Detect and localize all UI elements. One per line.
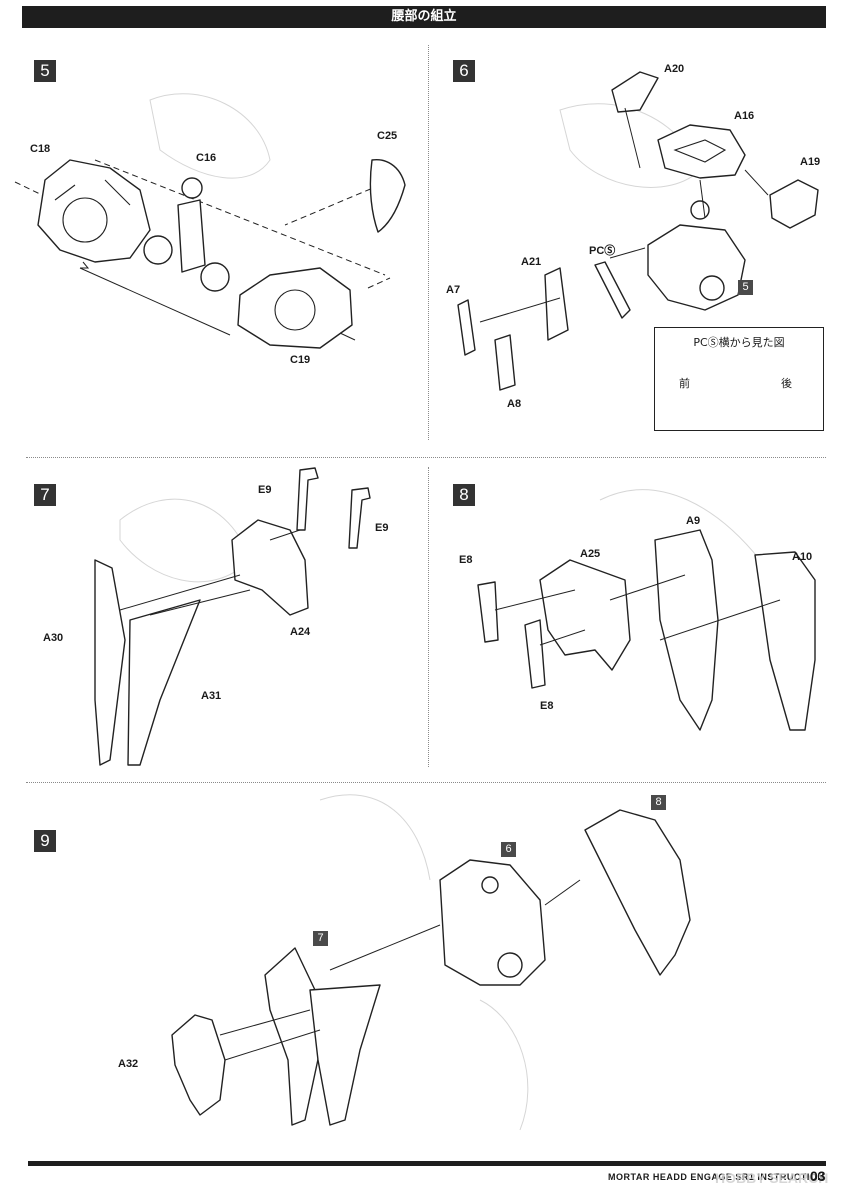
part-pcs [594, 261, 631, 319]
step-7-badge: 7 [34, 484, 56, 506]
pc-side-view-box: PCⓈ横から見た図 前 後 [654, 327, 824, 431]
part-label-a31: A31 [201, 690, 222, 702]
page-title: 腰部の組立 [391, 9, 457, 24]
header-bar: 腰部の組立 [22, 6, 826, 28]
part-label-a8: A8 [507, 398, 522, 410]
step7-drawing [94, 467, 371, 766]
divider-vertical-mid [428, 467, 429, 767]
part-c19 [237, 267, 353, 349]
pc-box-back-label: 後 [781, 377, 792, 390]
part-label-e8-a: E8 [459, 554, 473, 566]
part-a25 [539, 559, 631, 671]
divider-vertical-top [428, 45, 429, 440]
part-a16 [657, 124, 746, 179]
part-a8 [494, 334, 516, 391]
part-a24 [231, 519, 309, 616]
part-label-e9-a: E9 [258, 484, 272, 496]
ref-step-7-badge: 7 [313, 931, 328, 946]
step-6-badge: 6 [453, 60, 475, 82]
part-c16 [177, 199, 206, 273]
part-label-a30: A30 [43, 632, 64, 644]
ref-step-6-badge: 6 [501, 842, 516, 857]
part-e9b [348, 487, 371, 549]
part-label-c18: C18 [30, 143, 51, 155]
part-label-a32: A32 [118, 1058, 139, 1070]
watermark: HOBBY SEARCH [715, 1170, 829, 1186]
subassembly-7a [264, 947, 321, 1126]
part-a20 [611, 71, 659, 113]
divider-horizontal-1 [26, 457, 826, 458]
part-a10 [754, 551, 816, 731]
step8-drawing [477, 529, 816, 731]
footer-text: MORTAR HEADD ENGAGE SR1 INSTRUCTION [608, 1172, 825, 1182]
subassembly-8 [584, 809, 691, 976]
part-a30 [94, 559, 126, 766]
part-a21 [544, 267, 569, 341]
subassembly-6 [439, 859, 546, 986]
part-label-c19: C19 [290, 354, 311, 366]
part-a31 [127, 599, 201, 766]
part-label-c16: C16 [196, 152, 217, 164]
part-label-a7: A7 [446, 284, 461, 296]
part-label-e8-b: E8 [540, 700, 554, 712]
part-e9a [296, 467, 319, 531]
part-label-a19: A19 [800, 156, 821, 168]
step6-drawing [457, 71, 819, 415]
part-a32 [171, 1014, 226, 1116]
part-a9 [654, 529, 719, 731]
part-label-a16: A16 [734, 110, 755, 122]
pc-box-title: PCⓈ横から見た図 [693, 336, 785, 349]
step-5-badge: 5 [34, 60, 56, 82]
step-9-badge: 9 [34, 830, 56, 852]
divider-horizontal-2 [26, 782, 826, 783]
part-label-a20: A20 [664, 63, 685, 75]
part-label-c25: C25 [377, 130, 398, 142]
part-c25 [369, 158, 406, 233]
step-8-badge: 8 [453, 484, 475, 506]
part-c18 [37, 159, 151, 263]
ref-step-8-badge: 8 [651, 795, 666, 810]
part-e8b [524, 619, 546, 689]
part-label-a24: A24 [290, 626, 311, 638]
step5-drawing [14, 158, 406, 349]
part-label-pcs: PCⓈ [589, 245, 616, 257]
part-a7 [457, 299, 476, 356]
step9-drawing [171, 809, 691, 1126]
part-label-a9: A9 [686, 515, 701, 527]
footer-bar [28, 1161, 826, 1166]
part-label-a21: A21 [521, 256, 542, 268]
part-label-a25: A25 [580, 548, 601, 560]
part-a19 [769, 179, 819, 229]
part-label-e9-b: E9 [375, 522, 389, 534]
page-number: 03 [810, 1168, 826, 1184]
part-label-a10: A10 [792, 551, 813, 563]
ref-step-5-badge: 5 [738, 280, 753, 295]
pc-box-front-label: 前 [679, 377, 690, 390]
part-e8a [477, 581, 499, 643]
